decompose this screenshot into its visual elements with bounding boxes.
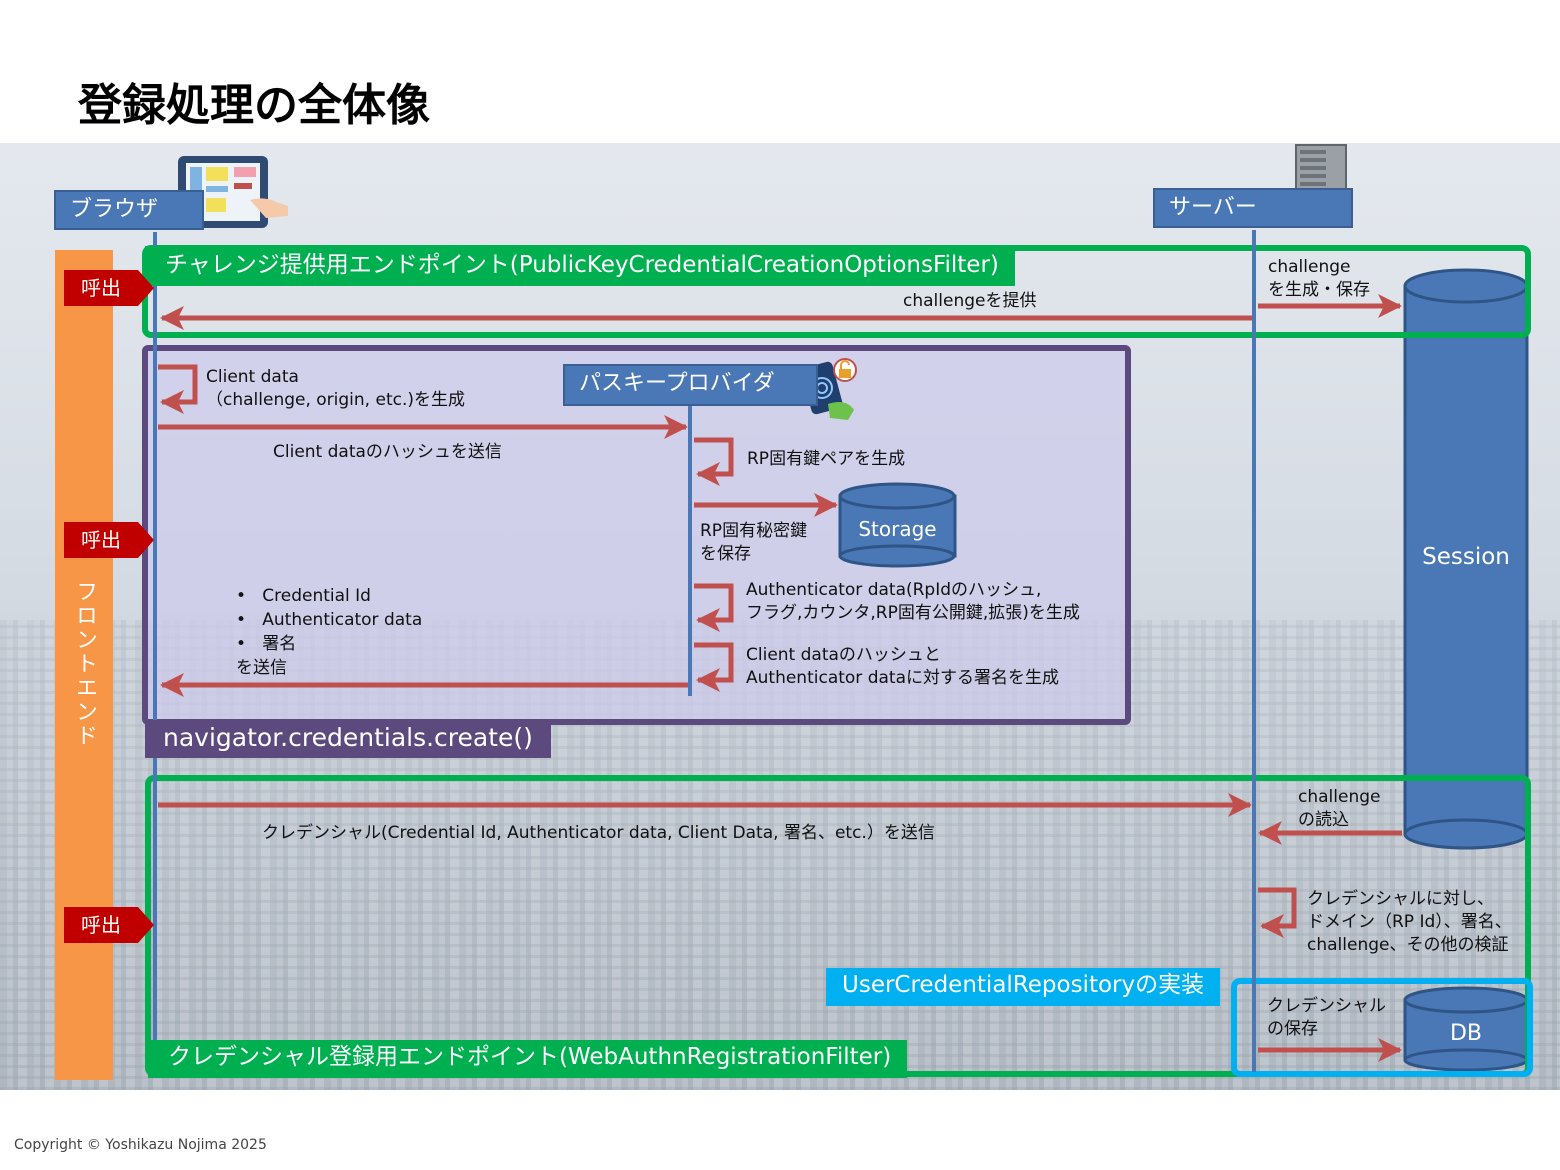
list-item: • 署名	[236, 634, 297, 654]
arrow-self-authdata	[694, 583, 734, 632]
msg-returned-items: • Credential Id • Authenticator data • 署…	[236, 586, 423, 678]
arrow-self-verify	[1258, 887, 1297, 938]
browser-header: ブラウザ	[54, 190, 204, 230]
server-header: サーバー	[1153, 188, 1353, 228]
msg-verify: クレデンシャルに対し、ドメイン（RP Id）、署名、challenge、その他の…	[1307, 889, 1512, 955]
list-item: • Credential Id	[236, 586, 371, 606]
msg-authenticator-data: Authenticator data(RpIdのハッシュ,フラグ,カウンタ,RP…	[746, 580, 1080, 623]
passkey-provider-header: パスキープロバイダ	[563, 364, 818, 406]
repository-label: UserCredentialRepositoryの実装	[826, 968, 1221, 1006]
storage-cylinder	[838, 482, 957, 568]
copyright: Copyright © Yoshikazu Nojima 2025	[14, 1137, 267, 1153]
session-label: Session	[1422, 544, 1510, 570]
page-title: 登録処理の全体像	[78, 80, 430, 131]
arrow-self-client-data	[158, 364, 198, 414]
call-badge-1: 呼出	[64, 270, 154, 306]
call-badge-3: 呼出	[64, 907, 154, 943]
msg-credential-save: クレデンシャルの保存	[1267, 996, 1386, 1039]
msg-credential-send: クレデンシャル(Credential Id, Authenticator dat…	[262, 823, 935, 843]
registration-endpoint-label: クレデンシャル登録用エンドポイント(WebAuthnRegistrationFi…	[148, 1040, 908, 1078]
arrow-self-keypair	[694, 437, 734, 486]
repository-box	[1231, 978, 1533, 1077]
navigator-create-label: navigator.credentials.create()	[145, 720, 551, 758]
session-cylinder	[1403, 268, 1529, 850]
storage-label: Storage	[858, 517, 937, 541]
call-badge-2: 呼出	[64, 522, 154, 558]
msg-rp-keypair: RP固有鍵ペアを生成	[747, 449, 906, 469]
msg-client-data-hash-send: Client dataのハッシュを送信	[273, 442, 502, 462]
unlock-icon	[833, 358, 857, 382]
frontend-label: フロントエンド	[72, 580, 97, 748]
list-item: • Authenticator data	[236, 610, 423, 630]
db-label: DB	[1449, 1021, 1483, 1046]
challenge-endpoint-label: チャレンジ提供用エンドポイント(PublicKeyCredentialCreat…	[145, 246, 1015, 286]
msg-challenge-provide: challengeを提供	[903, 291, 1037, 311]
arrow-self-signature	[694, 642, 734, 692]
msg-rp-private-key-save: RP固有秘密鍵を保存	[700, 521, 808, 564]
msg-client-data-generate: Client data（challenge, origin, etc.)を生成	[206, 367, 465, 410]
